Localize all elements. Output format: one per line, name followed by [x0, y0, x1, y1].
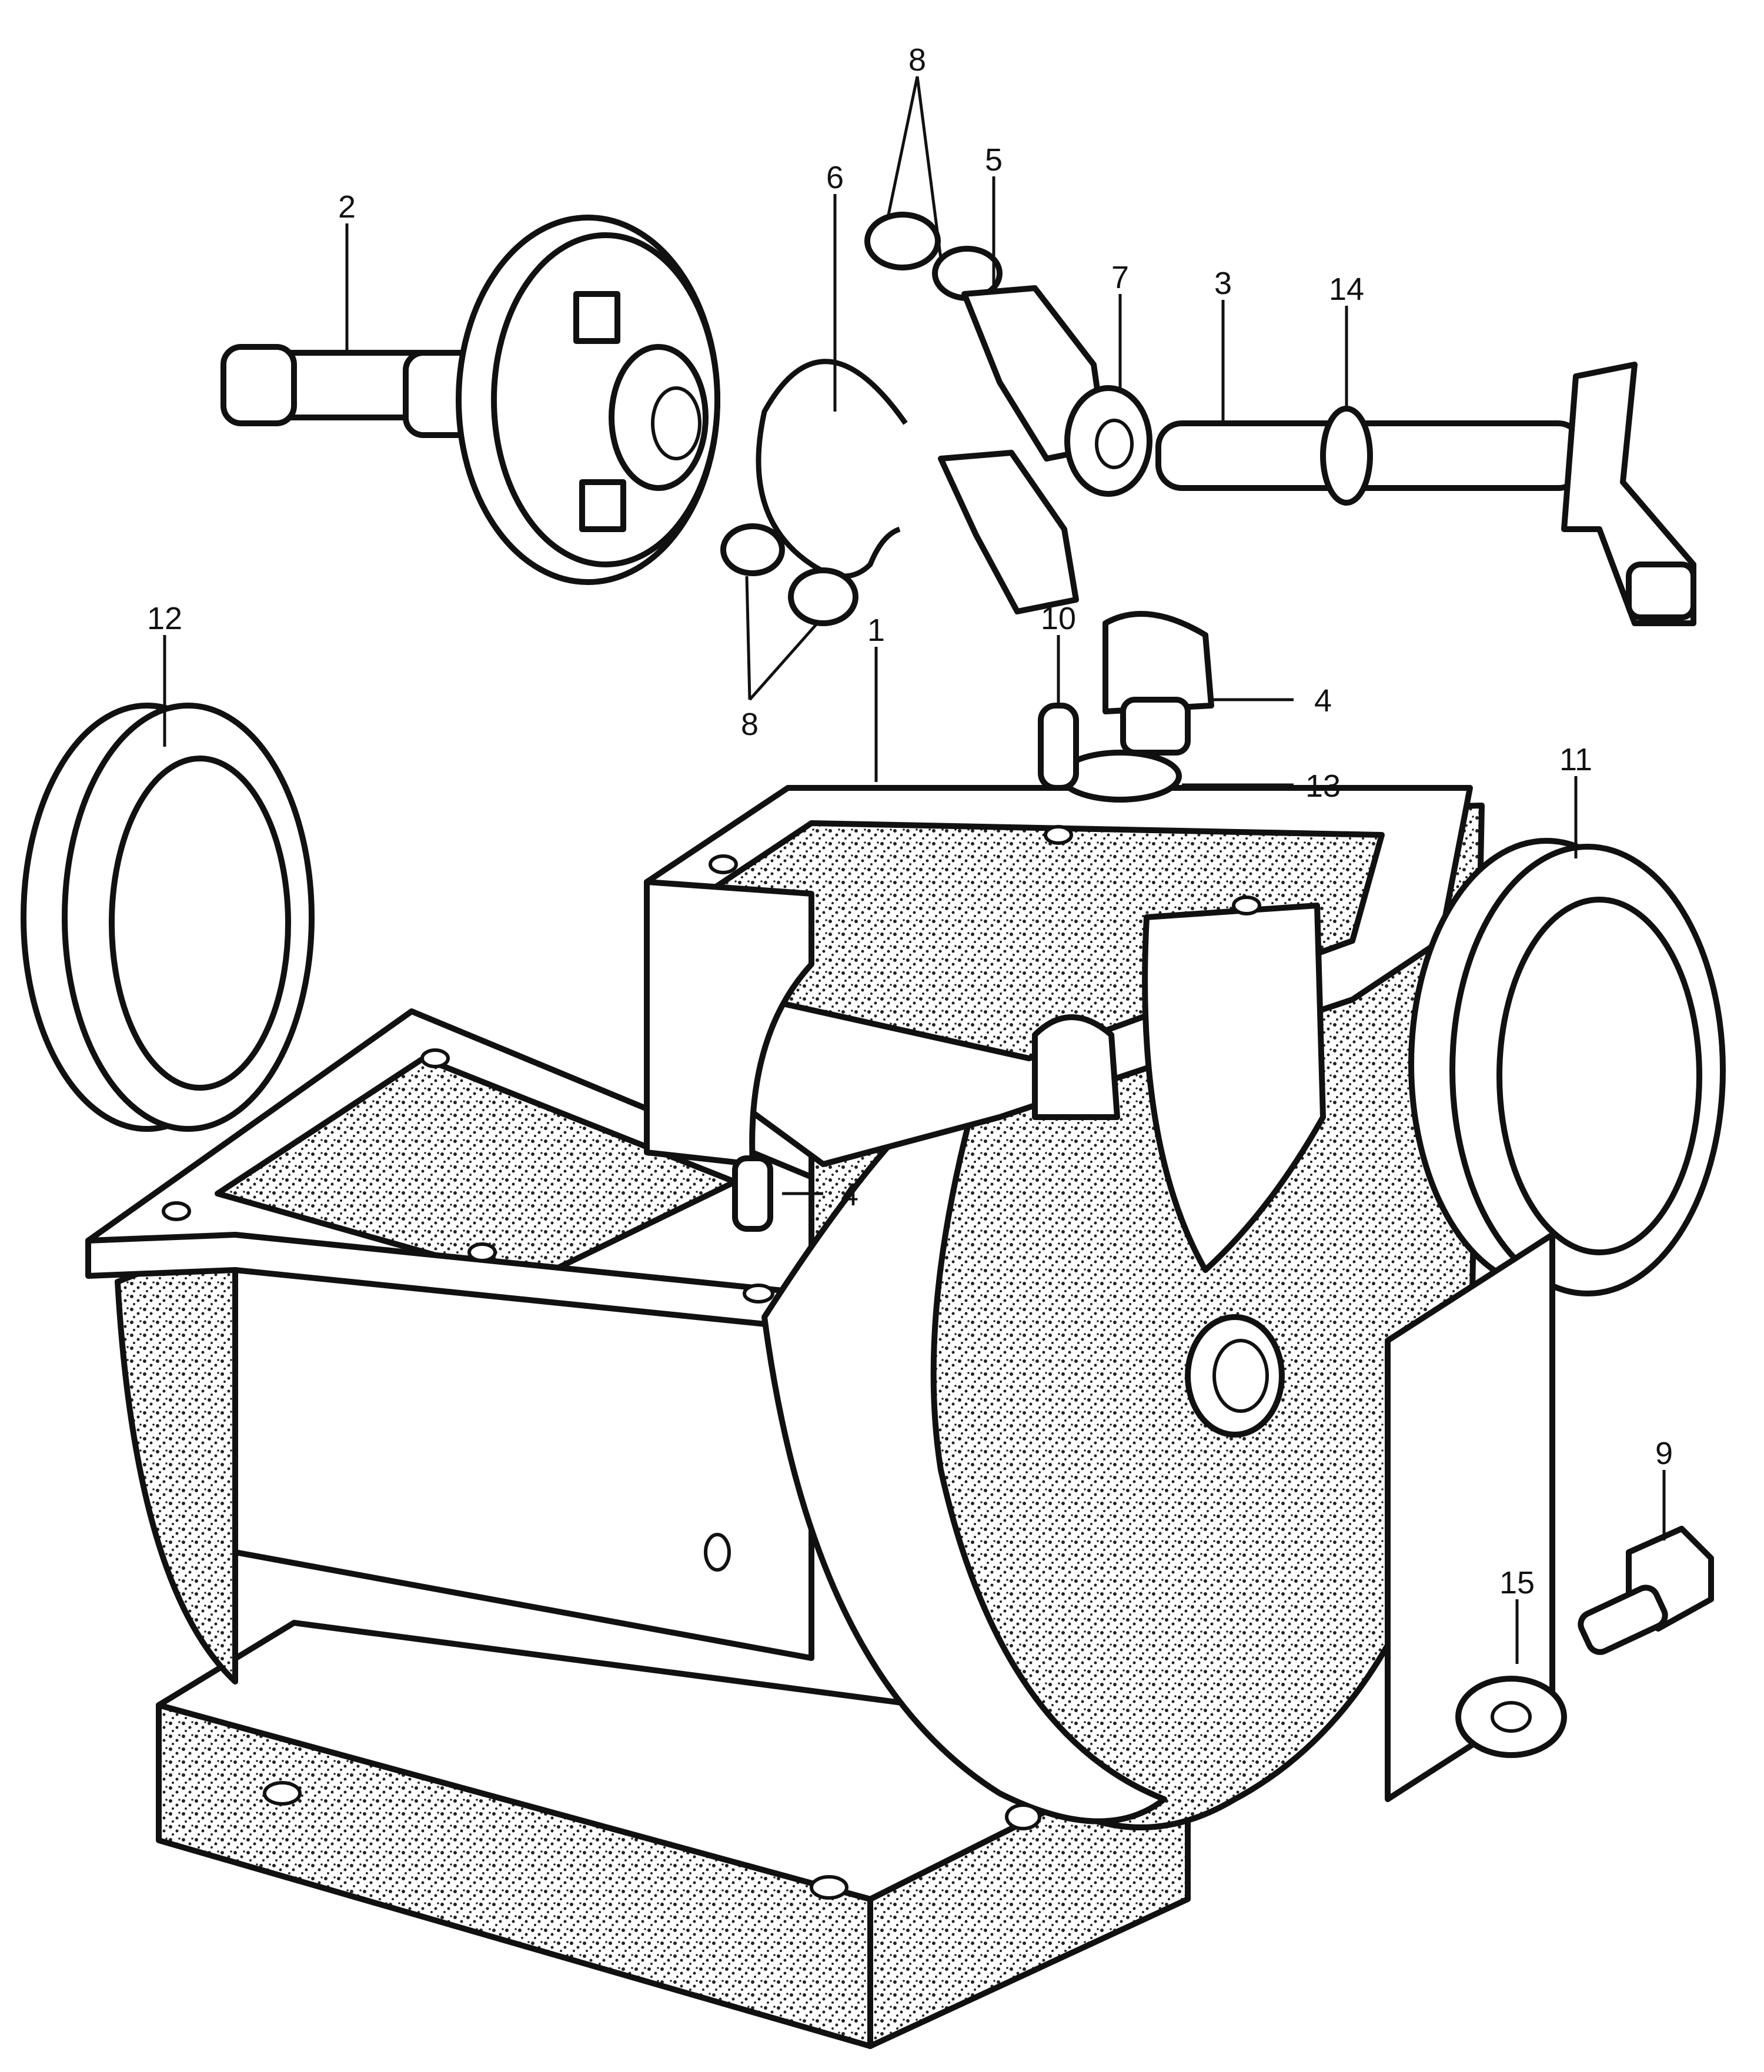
callout-9: 9	[1655, 1436, 1673, 1471]
bolt-washer-part	[1385, 1232, 1714, 1802]
callout-8-upper: 8	[908, 42, 926, 78]
shaft-arm-part	[1155, 362, 1696, 626]
callout-12: 12	[147, 601, 182, 636]
callout-4-top: 4	[1314, 683, 1332, 718]
wire-spring-part	[756, 359, 908, 579]
callout-15: 15	[1499, 1565, 1535, 1600]
crankcase-part	[85, 785, 1485, 2049]
leader-lines	[163, 76, 1666, 1664]
callout-3: 3	[1214, 266, 1232, 301]
callout-8-lower: 8	[741, 707, 759, 742]
callout-11: 11	[1559, 742, 1592, 777]
callout-5: 5	[985, 142, 1003, 178]
callout-4-inside: 4	[841, 1177, 858, 1212]
callout-7: 7	[1111, 260, 1129, 295]
callout-labels: 1 2 3 4 4 5 6 7 8 8 9 10 11 12 13 14 15	[147, 42, 1673, 1600]
plug-part	[1038, 611, 1214, 803]
callout-10: 10	[1041, 601, 1076, 636]
callout-1: 1	[867, 613, 885, 648]
callout-2: 2	[338, 189, 356, 225]
tappets-part	[938, 285, 1152, 614]
caps-part	[720, 212, 1003, 626]
bearing-left-part	[21, 703, 315, 1132]
bearing-right-part	[1408, 838, 1726, 1296]
camshaft-gear-part	[220, 215, 720, 585]
callout-6: 6	[826, 160, 844, 195]
callout-14: 14	[1329, 272, 1364, 307]
callout-13: 13	[1305, 768, 1341, 804]
